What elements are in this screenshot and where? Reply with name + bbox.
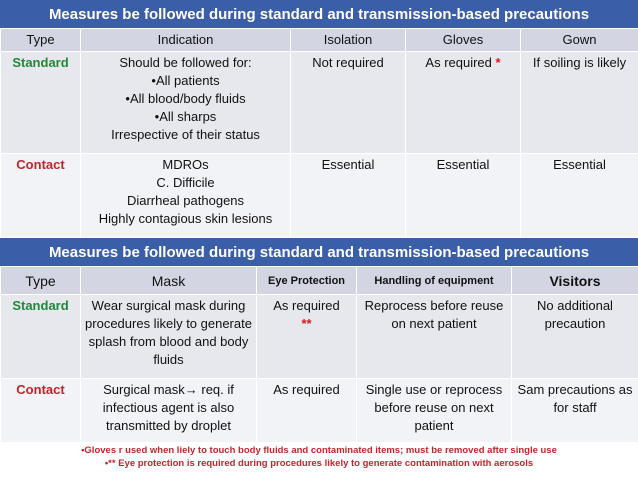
eye-cell: As required	[256, 378, 357, 443]
indication-line: C. Difficile	[156, 175, 215, 190]
header-type: Type	[0, 266, 81, 295]
table1-header-row: Type Indication Isolation Gloves Gown	[0, 28, 638, 52]
table2-title: Measures be followed during standard and…	[0, 238, 638, 266]
header-eye-protection: Eye Protection	[256, 266, 357, 295]
eye-footnote-mark: **	[301, 316, 312, 331]
table-row: Contact Surgical mask→ req. if infectiou…	[0, 378, 638, 443]
indication-cell: MDROs C. Difficile Diarrheal pathogens H…	[80, 153, 291, 238]
isolation-cell: Essential	[290, 153, 406, 238]
visitors-cell: Sam precautions as for staff	[511, 378, 638, 443]
gloves-cell: As required *	[405, 51, 521, 154]
indication-line: •All patients	[151, 73, 220, 88]
mask-cell: Surgical mask→ req. if infectious agent …	[80, 378, 257, 443]
table-row: Contact MDROs C. Difficile Diarrheal pat…	[0, 153, 638, 238]
eye-cell: As required **	[256, 294, 357, 379]
indication-cell: Should be followed for: •All patients •A…	[80, 51, 291, 154]
header-isolation: Isolation	[290, 28, 406, 52]
table-row: Standard Should be followed for: •All pa…	[0, 51, 638, 154]
precautions-table-2: Type Mask Eye Protection Handling of equ…	[0, 266, 638, 443]
table-row: Standard Wear surgical mask during proce…	[0, 294, 638, 379]
gown-cell: Essential	[520, 153, 638, 238]
table2-header-row: Type Mask Eye Protection Handling of equ…	[0, 266, 638, 295]
header-gloves: Gloves	[405, 28, 521, 52]
visitors-cell: No additional precaution	[511, 294, 638, 379]
indication-line: Should be followed for:	[119, 55, 252, 70]
table1-title: Measures be followed during standard and…	[0, 0, 638, 28]
footnote-eye-protection: •** Eye protection is required during pr…	[104, 458, 534, 469]
header-handling: Handling of equipment	[356, 266, 512, 295]
handling-cell: Single use or reprocess before reuse on …	[356, 378, 512, 443]
eye-value: As required	[273, 298, 340, 313]
indication-line: Irrespective of their status	[111, 127, 260, 142]
footnotes: •Gloves r used when liely to touch body …	[0, 444, 638, 470]
indication-line: Highly contagious skin lesions	[98, 211, 273, 226]
header-mask: Mask	[80, 266, 257, 295]
precautions-table-1: Type Indication Isolation Gloves Gown St…	[0, 28, 638, 238]
indication-line: Diarrheal pathogens	[126, 193, 245, 208]
header-visitors: Visitors	[511, 266, 638, 295]
indication-line: MDROs	[162, 157, 209, 172]
mask-cell: Wear surgical mask during procedures lik…	[80, 294, 257, 379]
gloves-footnote-mark: *	[495, 55, 501, 70]
type-contact: Contact	[0, 378, 81, 443]
header-type: Type	[0, 28, 81, 52]
mask-pre: Surgical mask	[103, 382, 185, 397]
gloves-value: As required	[425, 55, 492, 70]
header-indication: Indication	[80, 28, 291, 52]
gown-cell: If soiling is likely	[520, 51, 638, 154]
isolation-cell: Not required	[290, 51, 406, 154]
type-contact: Contact	[0, 153, 81, 238]
type-standard: Standard	[0, 51, 81, 154]
mask-post: req. if infectious agent is also transmi…	[102, 382, 235, 433]
type-standard: Standard	[0, 294, 81, 379]
indication-line: •All blood/body fluids	[125, 91, 246, 106]
handling-cell: Reprocess before reuse on next patient	[356, 294, 512, 379]
header-gown: Gown	[520, 28, 638, 52]
indication-line: •All sharps	[154, 109, 217, 124]
gloves-cell: Essential	[405, 153, 521, 238]
footnote-gloves: •Gloves r used when liely to touch body …	[81, 445, 557, 456]
arrow-right-icon: →	[184, 382, 198, 397]
